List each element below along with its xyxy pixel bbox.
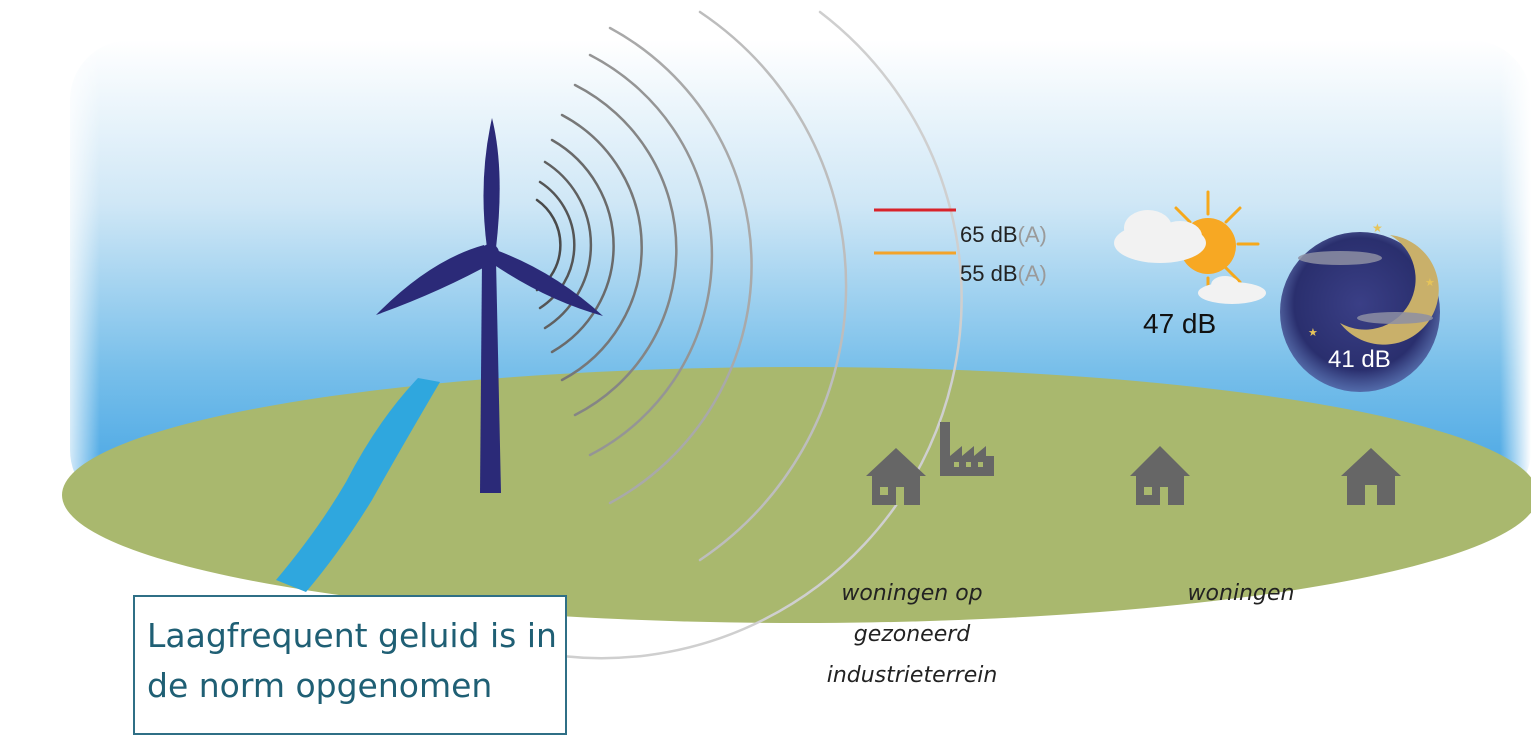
caption-industrial-line3: industrieterrein [827, 663, 998, 688]
callout-line1: Laagfrequent geluid is in [147, 616, 557, 655]
day-level-value: 47 dB [1143, 308, 1216, 339]
factory-icon [940, 422, 994, 476]
night-level-value: 41 dB [1328, 346, 1391, 373]
river [276, 378, 440, 592]
svg-text:★: ★ [1308, 326, 1318, 339]
moon-icon: ★ ★ ★ [1280, 221, 1440, 392]
house-icon [866, 448, 926, 505]
caption-industrial-line1: woningen op [841, 581, 982, 606]
svg-text:★: ★ [1372, 221, 1383, 235]
house-icon [1341, 448, 1401, 505]
caption-residential: woningen [1188, 581, 1295, 606]
caption-industrial-line2: gezoneerd [854, 622, 972, 647]
ground [62, 367, 1531, 623]
house-icon [1130, 446, 1190, 505]
threshold-55-label: 55 dB(A) [960, 261, 1047, 286]
threshold-lines [874, 208, 956, 255]
callout-line2: de norm opgenomen [147, 666, 493, 705]
threshold-65-label: 65 dB(A) [960, 222, 1047, 247]
wind-turbine-icon [376, 118, 603, 493]
callout-box: Laagfrequent geluid is in de norm opgeno… [133, 595, 567, 735]
svg-text:★: ★ [1425, 276, 1435, 289]
sun-cloud-icon [1114, 190, 1266, 304]
